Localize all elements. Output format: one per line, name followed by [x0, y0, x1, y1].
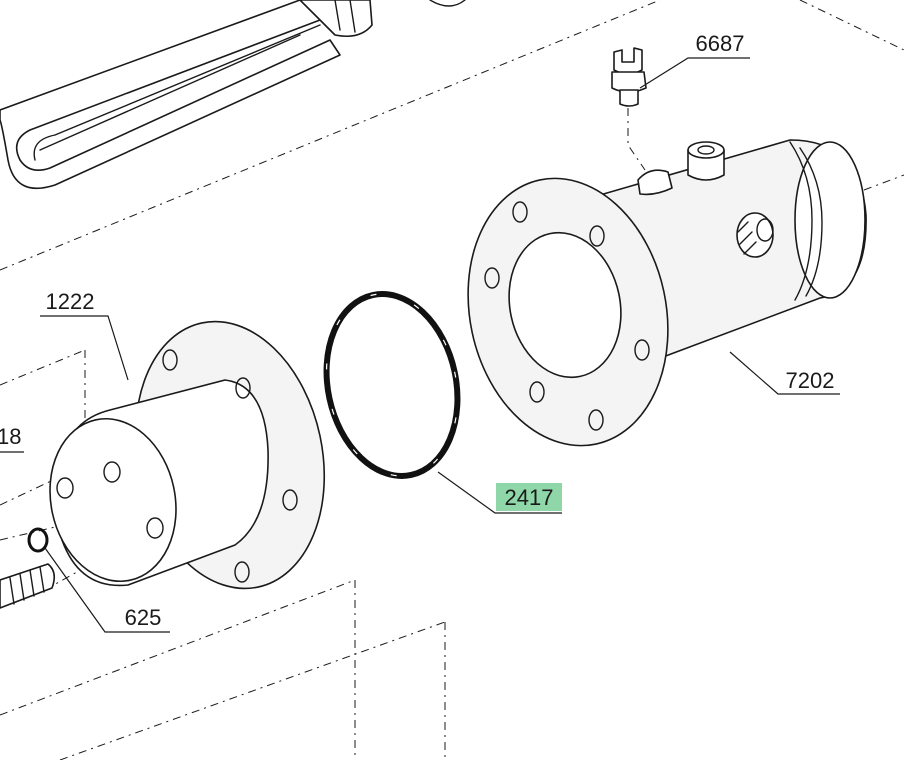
threaded-rod	[0, 563, 56, 609]
callout-18: 18	[0, 424, 21, 449]
callout-7202: 7202	[786, 368, 835, 393]
callout-6687: 6687	[696, 31, 745, 56]
sensor-6687	[611, 47, 647, 171]
callout-2417[interactable]: 2417	[505, 485, 554, 510]
flanged-cap-1222	[49, 320, 326, 590]
leader-lines	[0, 57, 840, 633]
callout-625: 625	[125, 605, 162, 630]
heating-element	[0, 0, 466, 190]
o-ring-2417	[323, 291, 461, 479]
callout-1222: 1222	[46, 289, 95, 314]
flanged-housing-7202	[467, 139, 867, 447]
washer-625	[27, 527, 49, 553]
highlight-2417	[496, 483, 562, 511]
